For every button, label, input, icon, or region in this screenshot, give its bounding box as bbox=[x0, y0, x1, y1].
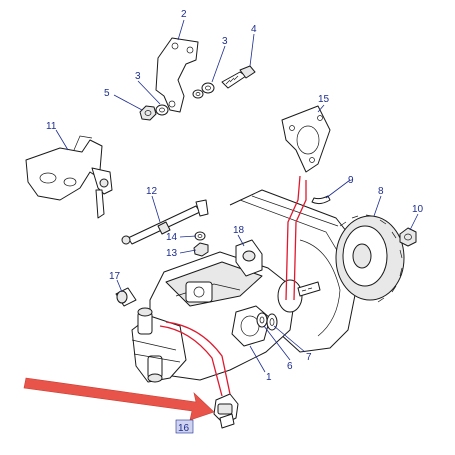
callout-15[interactable]: 15 bbox=[318, 94, 330, 105]
callout-1[interactable]: 1 bbox=[266, 372, 272, 383]
callout-13[interactable]: 13 bbox=[166, 248, 178, 259]
pointer-arrow bbox=[23, 377, 215, 421]
part-11-bracket-assembly[interactable] bbox=[25, 135, 113, 219]
callout-5[interactable]: 5 bbox=[104, 88, 110, 99]
part-2-bracket[interactable] bbox=[155, 37, 199, 113]
callout-9[interactable]: 9 bbox=[348, 175, 354, 186]
callouts: 2 3 4 3 5 11 15 9 8 12 10 18 14 13 17 6 … bbox=[46, 9, 424, 434]
part-12-control-rod[interactable] bbox=[121, 199, 209, 245]
callout-10[interactable]: 10 bbox=[412, 204, 424, 215]
part-17-spacer[interactable] bbox=[115, 287, 137, 307]
part-6-seal[interactable] bbox=[256, 312, 268, 328]
part-5-nut[interactable] bbox=[139, 105, 157, 121]
part-18-fitting[interactable] bbox=[235, 239, 263, 277]
callout-6[interactable]: 6 bbox=[287, 361, 293, 372]
part-3-washer-upper[interactable] bbox=[201, 82, 215, 94]
callout-16-highlight bbox=[175, 419, 194, 434]
callout-7[interactable]: 7 bbox=[306, 352, 312, 363]
part-13-nut[interactable] bbox=[193, 242, 209, 257]
part-10-nut[interactable] bbox=[399, 227, 417, 247]
callout-17[interactable]: 17 bbox=[109, 271, 121, 282]
leader-lines bbox=[55, 19, 419, 373]
callout-11[interactable]: 11 bbox=[46, 121, 57, 132]
callout-3-lower[interactable]: 3 bbox=[135, 71, 141, 82]
part-3-washer-lower[interactable] bbox=[155, 104, 169, 116]
part-4-bolt[interactable] bbox=[221, 65, 256, 89]
callout-12[interactable]: 12 bbox=[146, 186, 158, 197]
callout-2[interactable]: 2 bbox=[181, 9, 187, 20]
part-14-washer[interactable] bbox=[194, 231, 206, 241]
callout-18[interactable]: 18 bbox=[233, 225, 245, 236]
callout-14[interactable]: 14 bbox=[166, 232, 178, 243]
part-1-injection-pump[interactable] bbox=[131, 251, 321, 383]
part-16-fitting[interactable] bbox=[213, 393, 239, 429]
callout-4[interactable]: 4 bbox=[251, 24, 257, 35]
callout-8[interactable]: 8 bbox=[378, 186, 384, 197]
callout-3-upper[interactable]: 3 bbox=[222, 36, 228, 47]
part-8-gear[interactable] bbox=[335, 214, 405, 303]
callout-16[interactable]: 16 bbox=[178, 423, 190, 434]
part-3-washer-extra[interactable] bbox=[192, 89, 204, 99]
part-15-gasket[interactable] bbox=[281, 105, 331, 173]
red-guide-lines bbox=[159, 175, 307, 397]
